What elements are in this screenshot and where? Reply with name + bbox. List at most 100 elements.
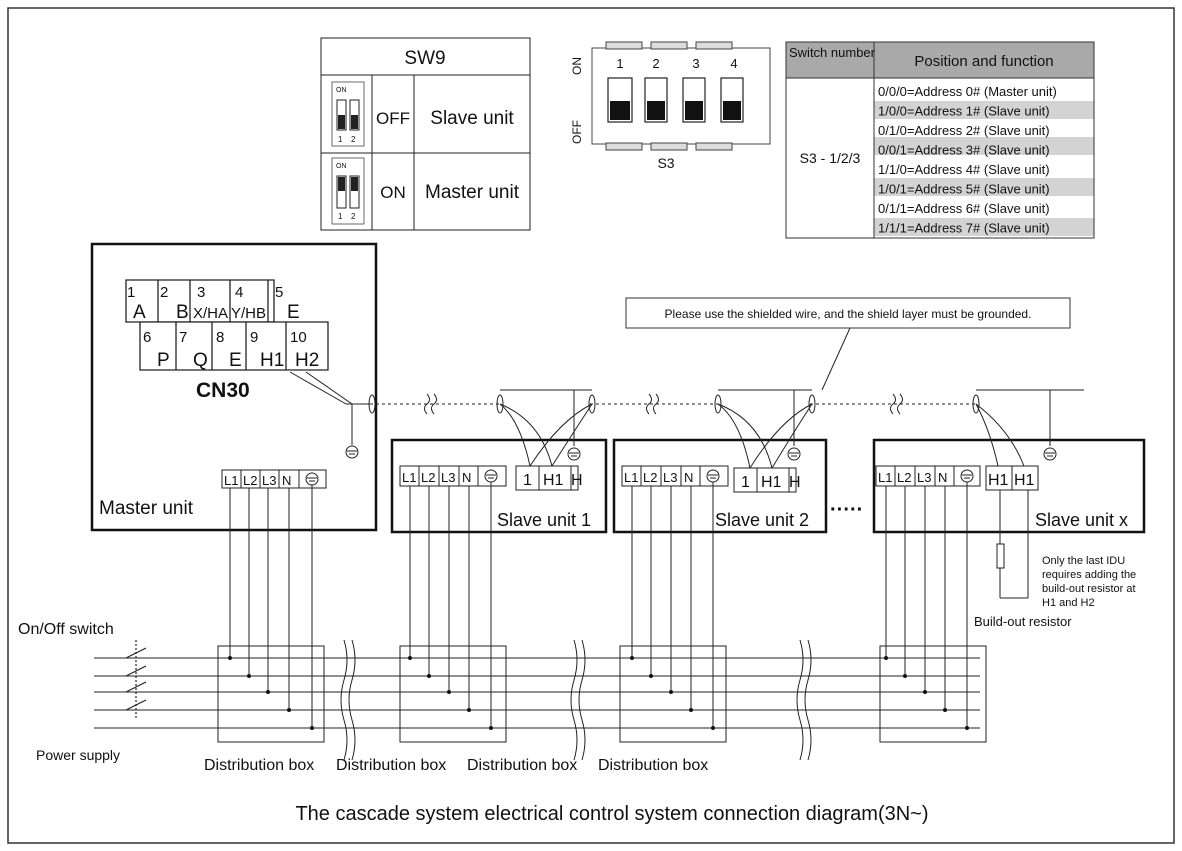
svg-text:2: 2	[351, 212, 356, 221]
diagram-caption: The cascade system electrical control sy…	[295, 803, 928, 825]
svg-text:L1: L1	[224, 473, 238, 488]
cn30-pin-9-num: 9	[250, 329, 258, 346]
table-header-switch: Switch number	[789, 45, 876, 60]
cn30-pin-2-sig: B	[176, 302, 189, 323]
cn30-pin-2-num: 2	[160, 284, 168, 301]
master-unit-box	[90, 242, 378, 532]
cn30-pin-7-sig: Q	[193, 350, 208, 371]
svg-text:L3: L3	[663, 470, 677, 485]
table-switch-label: S3 - 1/2/3	[800, 150, 861, 166]
slave-x-power-terminal: L1 L2 L3 N	[875, 465, 981, 487]
cn30-pin-3-num: 3	[197, 284, 205, 301]
svg-text:H1: H1	[761, 474, 782, 491]
svg-text:L3: L3	[441, 470, 455, 485]
svg-text:L2: L2	[643, 470, 657, 485]
s3-dip-switch: ON OFF 1 2 3 4 S3	[570, 41, 771, 171]
s3-num-2: 2	[652, 56, 659, 71]
sw9-role-master: Master unit	[425, 182, 520, 203]
build-out-resistor	[996, 490, 1029, 599]
cn30-pin-8-num: 8	[216, 329, 224, 346]
svg-text:L2: L2	[897, 470, 911, 485]
svg-text:Please use the shielded wire,: Please use the shielded wire, and the sh…	[665, 307, 1032, 321]
cn30-pin-10-num: 10	[290, 329, 307, 346]
cn30-pin-9-sig: H1	[260, 350, 284, 371]
cn30-pin-5-sig: E	[287, 302, 300, 323]
s3-on-label: ON	[570, 57, 584, 75]
cn30-pin-4-sig: Y/HB	[231, 305, 266, 322]
sw9-state-on: ON	[380, 183, 406, 202]
svg-text:N: N	[462, 470, 471, 485]
slave-unit-1-box	[390, 438, 608, 534]
distribution-box-label-1: Distribution box	[204, 757, 314, 774]
sw9-table: SW9 OFF Slave unit ON Master unit ON 1 2…	[320, 37, 531, 231]
cn30-label: CN30	[196, 379, 250, 402]
more-units-ellipsis: ·····	[830, 499, 863, 521]
slave-2-comm-terminal: 1 H1 H	[733, 467, 801, 493]
s3-num-1: 1	[616, 56, 623, 71]
distribution-box-label-2: Distribution box	[336, 757, 446, 774]
svg-text:N: N	[684, 470, 693, 485]
slave-unit-x-label: Slave unit x	[1035, 510, 1128, 530]
power-distribution	[94, 482, 987, 761]
address-row-6: 0/1/1=Address 6# (Slave unit)	[878, 201, 1050, 216]
slave-unit-2-box	[612, 438, 828, 534]
resistor-note-line-3: build-out resistor at	[1042, 583, 1136, 595]
cn30-pin-3-sig: X/HA	[193, 305, 228, 322]
outer-frame	[7, 7, 1175, 844]
svg-text:ON: ON	[336, 87, 347, 94]
svg-text:2: 2	[351, 135, 356, 144]
slave-unit-x-box	[872, 438, 1146, 534]
slave-1-power-terminal: L1 L2 L3 N	[399, 465, 507, 487]
s3-num-4: 4	[730, 56, 737, 71]
s3-num-3: 3	[692, 56, 699, 71]
address-row-4: 1/1/0=Address 4# (Slave unit)	[878, 162, 1050, 177]
cn30-pin-6-num: 6	[143, 329, 151, 346]
cn30-pin-7-num: 7	[179, 329, 187, 346]
resistor-note-line-1: Only the last IDU	[1042, 555, 1125, 567]
power-supply-label: Power supply	[36, 747, 120, 763]
svg-text:L2: L2	[421, 470, 435, 485]
slave-unit-1-label: Slave unit 1	[497, 510, 591, 530]
cn30-connector: 1 A 2 B 3 X/HA 4 Y/HB 5 E 6 P 7 Q 8 E 9 …	[125, 279, 329, 402]
svg-text:N: N	[282, 473, 291, 488]
cn30-pin-1-sig: A	[133, 302, 146, 323]
s3-off-label: OFF	[570, 120, 584, 144]
cn30-pin-5-num: 5	[275, 284, 283, 301]
shielded-wire-note: Please use the shielded wire, and the sh…	[625, 297, 1071, 329]
junction-dots	[228, 656, 969, 730]
sw9-role-slave: Slave unit	[430, 108, 514, 129]
slave-x-comm-terminal: H1 H1	[985, 465, 1039, 491]
distribution-box-label-3: Distribution box	[467, 757, 577, 774]
svg-text:L3: L3	[917, 470, 931, 485]
svg-text:1: 1	[523, 472, 532, 489]
address-row-2: 0/1/0=Address 2# (Slave unit)	[878, 123, 1050, 138]
cn30-pin-10-sig: H2	[295, 350, 319, 371]
svg-text:H1: H1	[543, 472, 564, 489]
address-row-7: 1/1/1=Address 7# (Slave unit)	[878, 221, 1050, 236]
master-unit-label: Master unit	[99, 498, 194, 519]
build-out-resistor-label: Build-out resistor	[974, 614, 1072, 629]
svg-text:H: H	[571, 472, 583, 489]
distribution-box-label-4: Distribution box	[598, 757, 708, 774]
s3-name: S3	[657, 155, 674, 171]
svg-text:H: H	[789, 474, 801, 491]
on-off-switch-label: On/Off switch	[18, 621, 114, 638]
sw9-title: SW9	[404, 48, 445, 69]
svg-text:L2: L2	[243, 473, 257, 488]
svg-text:N: N	[938, 470, 947, 485]
address-row-0: 0/0/0=Address 0# (Master unit)	[878, 84, 1057, 99]
dip-switch-on-icon: ON 1 2	[331, 157, 365, 225]
svg-text:1: 1	[338, 135, 343, 144]
cn30-pin-4-num: 4	[235, 284, 243, 301]
svg-text:L1: L1	[878, 470, 892, 485]
svg-text:L1: L1	[402, 470, 416, 485]
address-row-1: 1/0/0=Address 1# (Slave unit)	[878, 104, 1050, 119]
slave-1-comm-terminal: 1 H1 H	[515, 465, 583, 491]
resistor-note-line-4: H1 and H2	[1042, 597, 1095, 609]
ground-icons	[345, 445, 1057, 461]
svg-text:H1: H1	[988, 472, 1009, 489]
table-header-function: Position and function	[914, 53, 1053, 70]
communication-bus	[289, 327, 1084, 469]
master-power-terminal: L1 L2 L3 N	[221, 469, 327, 489]
